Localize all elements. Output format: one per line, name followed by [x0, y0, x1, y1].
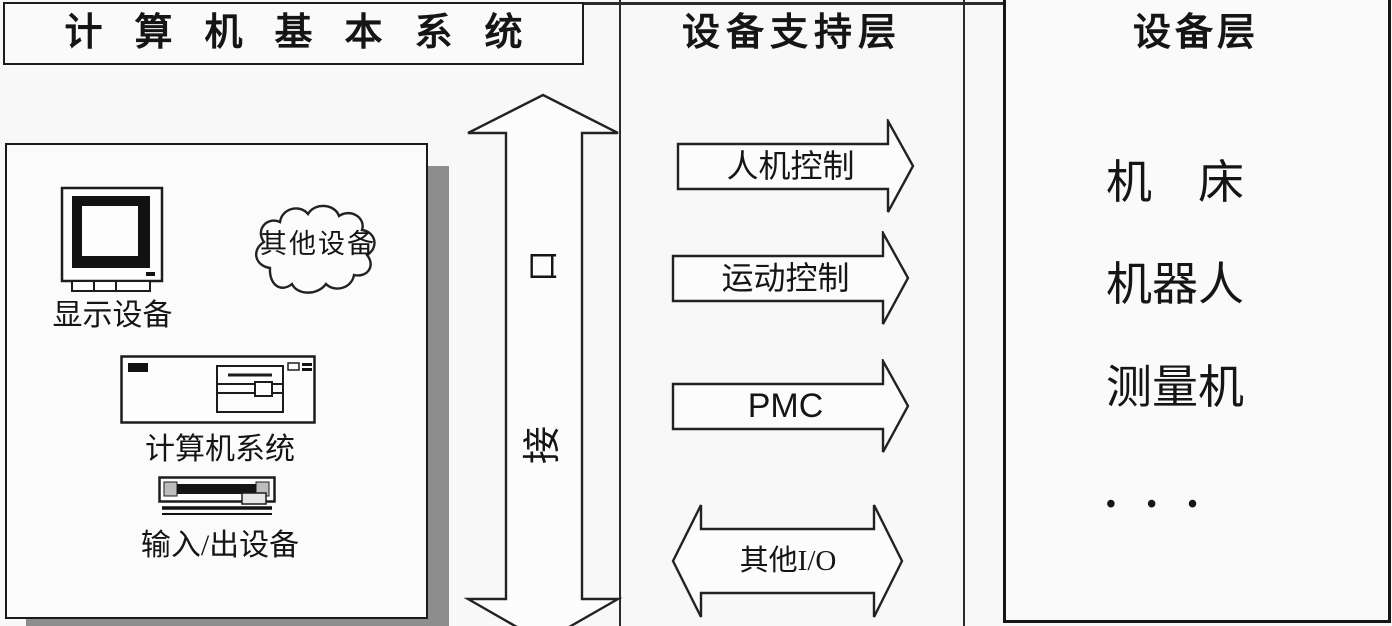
device-item-robot: 机器人: [1106, 259, 1244, 310]
io-device-label: 输入/出设备: [140, 529, 300, 562]
device-support-layer-title: 设备支持层: [681, 12, 902, 54]
device-layer-box: [1003, 0, 1391, 623]
computer-case-icon: [120, 355, 316, 424]
device-item-ellipsis: • • •: [1106, 489, 1210, 520]
motion-control-arrow-icon: [671, 231, 910, 325]
other-io-double-arrow-icon: [671, 504, 904, 618]
computer-basic-system-title: 计算机基本系统: [64, 12, 555, 54]
other-devices-label: 其他设备: [260, 229, 376, 259]
pmc-arrow-icon: [671, 359, 910, 453]
other-devices-cloud-icon: [255, 204, 376, 294]
keyboard-icon: [158, 476, 276, 515]
device-layer-title: 设备层: [1132, 12, 1259, 54]
interface-label-char-top: 口: [525, 250, 561, 283]
other-io-label: 其他I/O: [739, 545, 837, 577]
support-layer-left-border: [619, 0, 621, 626]
support-layer-top-border: [584, 2, 1005, 5]
motion-control-label: 运动控制: [721, 260, 850, 296]
computer-system-label: 计算机系统: [145, 433, 295, 466]
pmc-label: PMC: [747, 387, 824, 425]
hmi-control-arrow-icon: [676, 119, 915, 213]
interface-label-char-bottom: 接: [522, 426, 564, 465]
computer-basic-system-title-box: 计算机基本系统: [3, 2, 584, 65]
device-item-measuring-machine: 测量机: [1106, 362, 1244, 413]
crt-monitor-icon: [60, 186, 164, 292]
interface-vertical-double-arrow-icon: [463, 93, 623, 626]
device-item-machine-tool: 机 床: [1106, 157, 1244, 208]
hmi-control-label: 人机控制: [726, 148, 855, 184]
display-device-label: 显示设备: [52, 299, 173, 332]
support-layer-right-border: [963, 0, 965, 626]
